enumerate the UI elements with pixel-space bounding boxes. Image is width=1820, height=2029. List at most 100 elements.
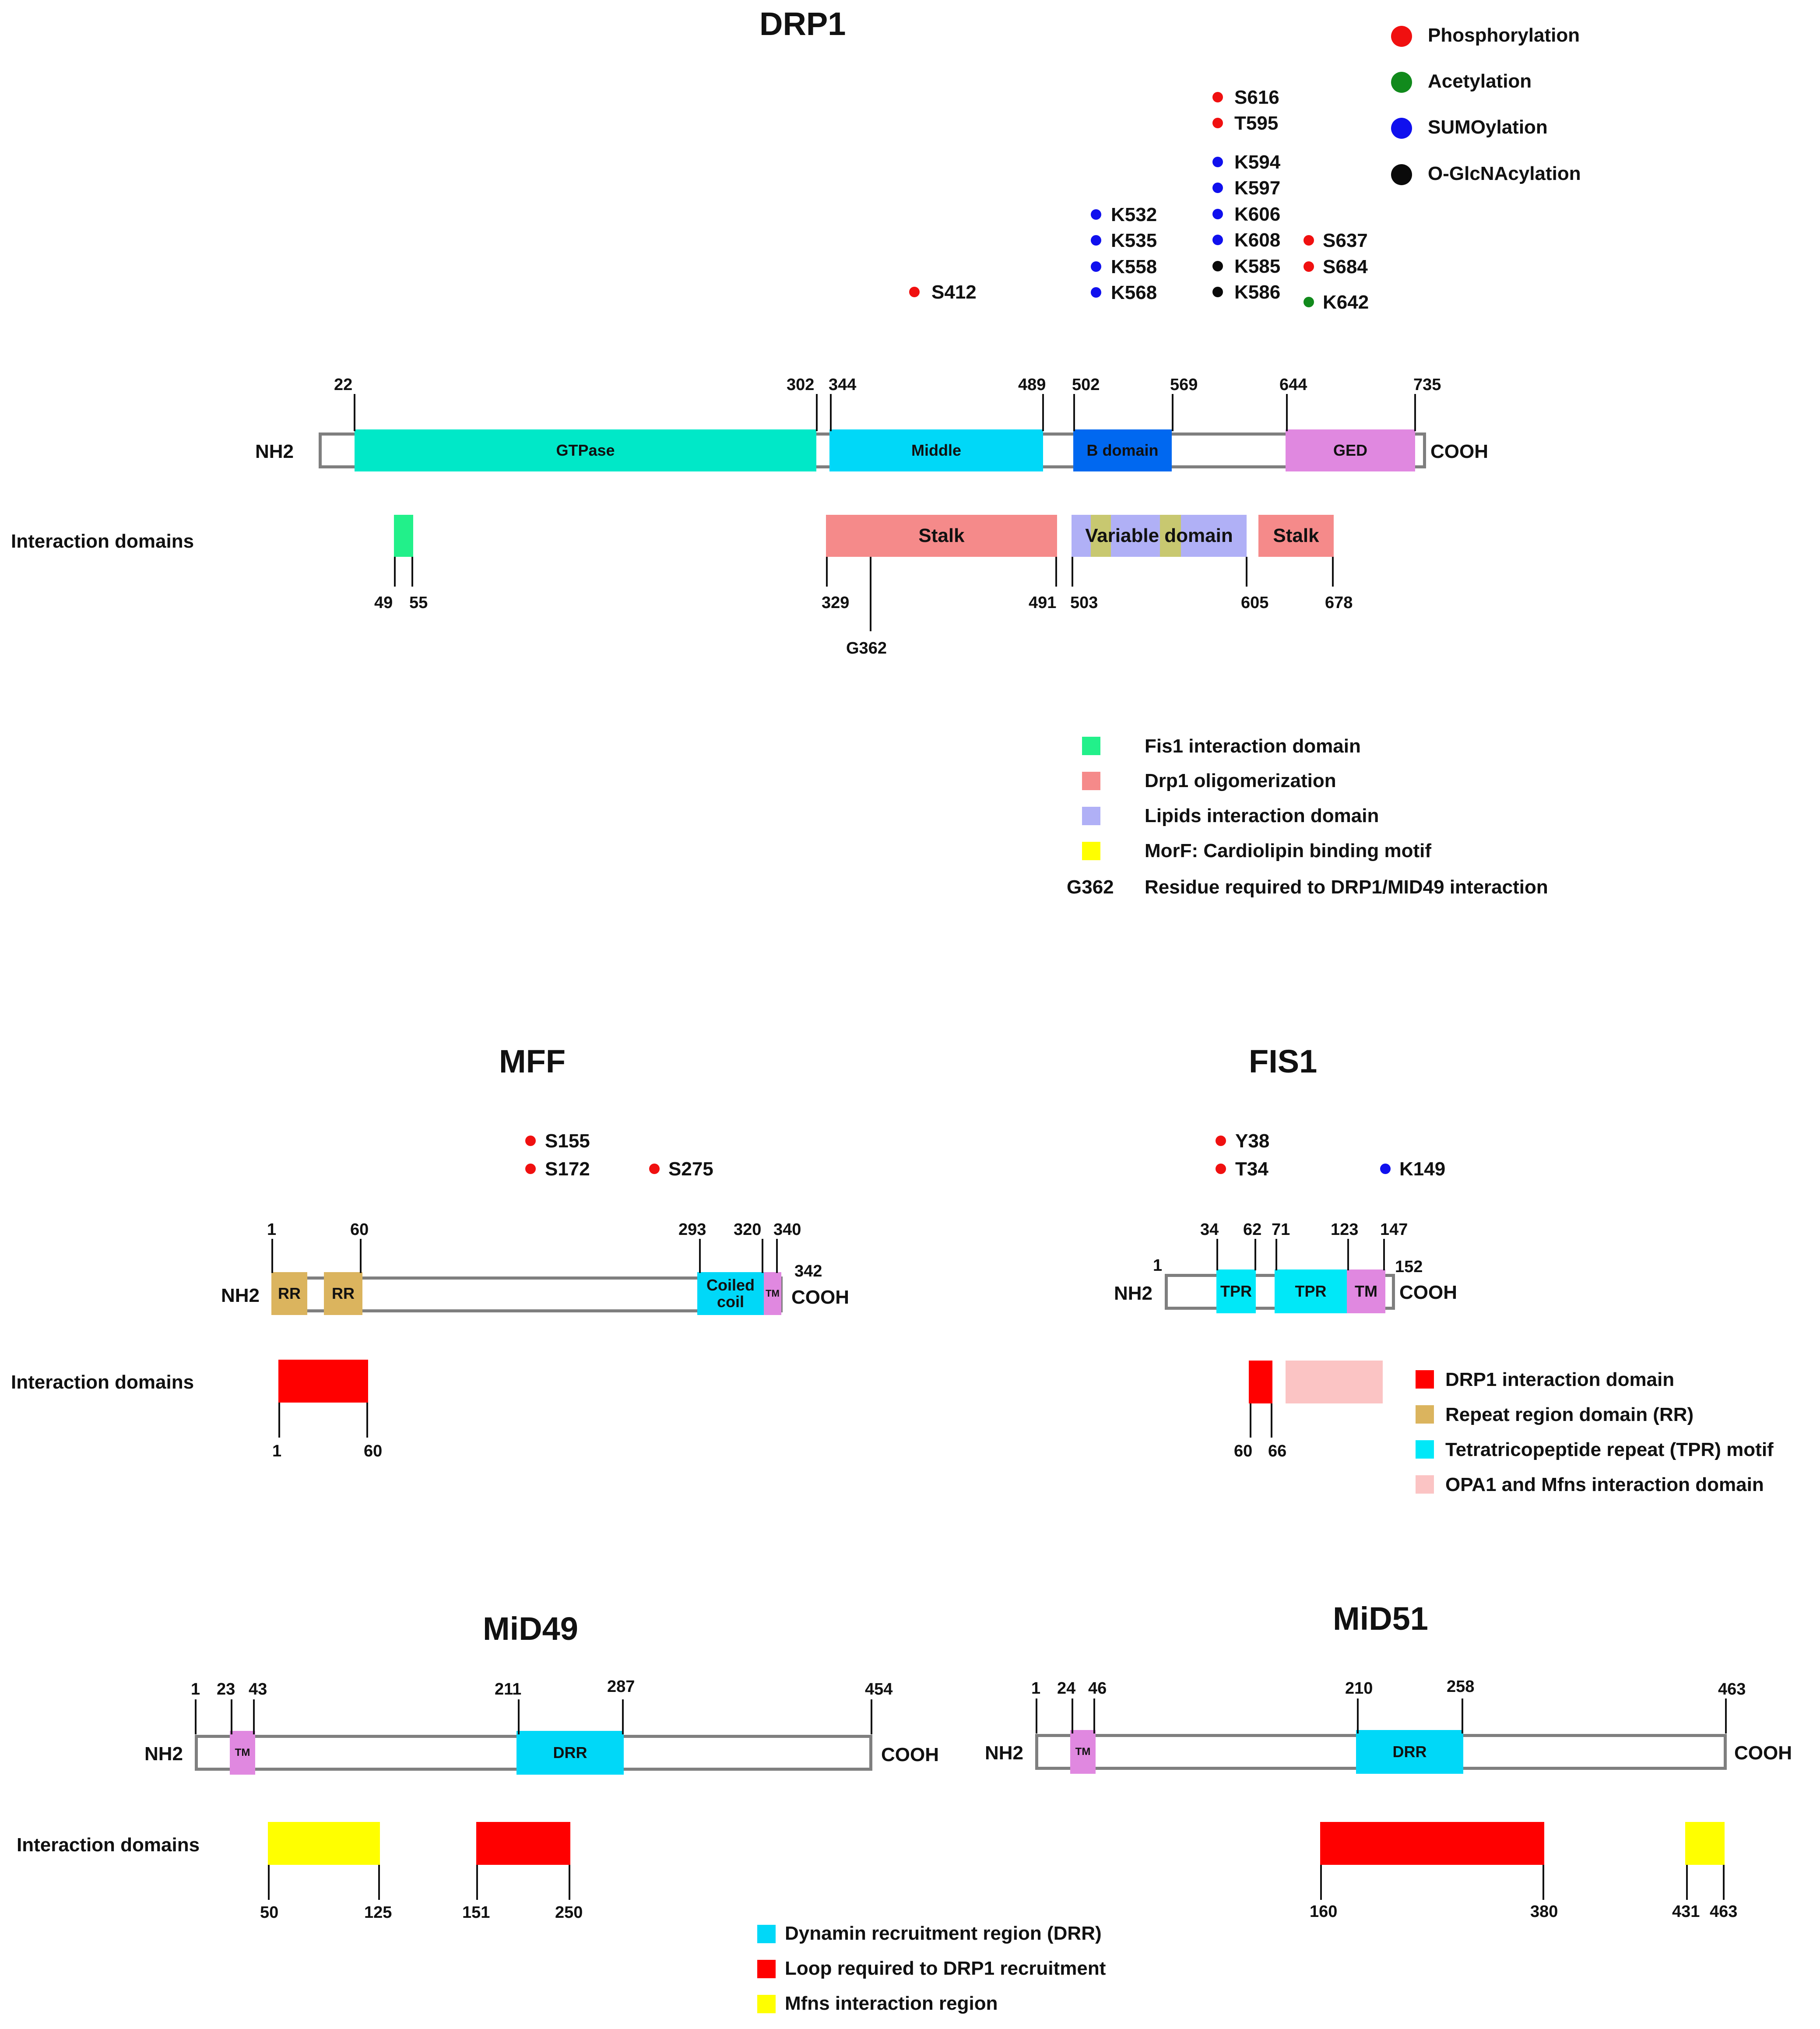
legend-swatch: [1082, 772, 1100, 790]
legend-label: Lipids interaction domain: [1145, 805, 1379, 826]
position-label: 60: [350, 1220, 369, 1239]
position-tick: [830, 394, 832, 431]
mff-nh2-label: NH2: [221, 1285, 260, 1306]
legend-label: Residue required to DRP1/MID49 interacti…: [1145, 876, 1548, 898]
morf-motif: [1160, 515, 1181, 557]
site-label: S275: [668, 1158, 713, 1180]
mid51-cooh-label: COOH: [1734, 1742, 1792, 1764]
position-tick: [518, 1699, 520, 1734]
position-tick: [354, 394, 355, 431]
site-dot: [1091, 235, 1101, 246]
site-dot: [1304, 235, 1314, 246]
site-dot: [1091, 209, 1101, 220]
site-label: S412: [931, 281, 977, 303]
site-label: T34: [1235, 1158, 1268, 1180]
site-dot: [1212, 92, 1223, 102]
mid51-nh2-label: NH2: [985, 1742, 1024, 1764]
position-tick: [394, 557, 396, 587]
position-label: 503: [1070, 594, 1098, 612]
position-tick: [776, 1239, 778, 1273]
position-tick: [195, 1699, 197, 1734]
position-tick: [268, 1865, 270, 1900]
site-dot: [1216, 1164, 1226, 1174]
drr-domain: DRR: [516, 1731, 624, 1775]
sumoylation-legend-label: SUMOylation: [1428, 116, 1548, 138]
mff-cooh-label: COOH: [791, 1287, 849, 1308]
fis1-cooh-label: COOH: [1399, 1282, 1457, 1303]
position-label: 22: [334, 376, 353, 394]
position-label: 147: [1380, 1220, 1408, 1239]
position-label: 60: [364, 1442, 383, 1460]
position-tick: [476, 1865, 478, 1900]
site-dot: [1212, 118, 1223, 128]
site-dot: [1091, 287, 1101, 298]
position-label: 489: [1018, 376, 1046, 394]
position-label: 62: [1243, 1220, 1262, 1239]
site-label: K149: [1399, 1158, 1446, 1180]
site-label: K597: [1234, 177, 1281, 199]
rr-domain: RR: [271, 1272, 307, 1315]
site-dot: [1212, 157, 1223, 167]
position-label: 24: [1057, 1679, 1076, 1698]
position-tick: [1332, 557, 1334, 587]
position-tick: [816, 394, 818, 431]
acetylation-legend-label: Acetylation: [1428, 70, 1532, 92]
position-tick: [411, 557, 413, 587]
position-label: 43: [249, 1680, 267, 1698]
coiled-coil-domain: Coiled coil: [697, 1272, 764, 1315]
position-label: 735: [1413, 376, 1441, 394]
position-tick: [1042, 394, 1044, 431]
g362-label: G362: [846, 639, 887, 658]
position-tick: [826, 557, 828, 587]
legend-swatch: [757, 1925, 776, 1943]
site-label: S616: [1234, 87, 1279, 108]
position-tick: [1072, 1698, 1073, 1734]
position-tick: [762, 1239, 763, 1273]
position-tick: [1383, 1239, 1385, 1270]
site-dot: [1304, 261, 1314, 272]
position-tick: [1055, 557, 1057, 587]
position-label: 125: [364, 1903, 392, 1922]
stalk-domain: Stalk: [1258, 515, 1334, 557]
position-tick: [1414, 394, 1416, 431]
interaction-domains-label: Interaction domains: [11, 1371, 194, 1393]
tpr-domain: TPR: [1216, 1269, 1256, 1313]
legend-label: Fis1 interaction domain: [1145, 735, 1361, 757]
position-label: 71: [1272, 1220, 1290, 1239]
legend-label: Dynamin recruitment region (DRR): [785, 1923, 1102, 1944]
position-label: 50: [260, 1903, 279, 1922]
o-glcnacylation-legend-dot: [1391, 164, 1412, 185]
position-tick: [1254, 1239, 1256, 1270]
position-tick: [1246, 557, 1247, 587]
phosphorylation-legend-label: Phosphorylation: [1428, 25, 1580, 46]
site-dot: [1304, 297, 1314, 307]
legend-label: OPA1 and Mfns interaction domain: [1445, 1474, 1764, 1495]
fis1-title: FIS1: [1249, 1043, 1318, 1080]
position-tick: [1286, 394, 1288, 431]
position-label: 210: [1345, 1679, 1373, 1698]
position-tick: [1250, 1403, 1251, 1438]
site-label: T595: [1234, 113, 1279, 134]
position-tick: [1036, 1698, 1037, 1734]
position-label: 211: [495, 1680, 522, 1698]
position-tick: [231, 1699, 232, 1734]
site-dot: [525, 1136, 536, 1146]
interaction-domains-label: Interaction domains: [17, 1834, 200, 1856]
position-label: 55: [409, 594, 428, 612]
position-tick: [1723, 1865, 1725, 1900]
legend-g362-key: G362: [1067, 876, 1114, 898]
position-tick: [1073, 394, 1075, 431]
site-label: K642: [1323, 292, 1369, 313]
variable-domain-label: Variable domain: [1085, 524, 1233, 546]
position-label: 293: [678, 1220, 706, 1239]
site-dot: [1212, 235, 1223, 245]
position-tick: [1216, 1239, 1218, 1270]
mfns-interaction-box: [268, 1822, 380, 1865]
position-label: 344: [829, 376, 857, 394]
site-label: S172: [545, 1158, 590, 1180]
tm-domain: TM: [764, 1272, 781, 1315]
tm-domain: TM: [1347, 1269, 1385, 1313]
position-tick: [1275, 1239, 1277, 1270]
legend-label: Mfns interaction region: [785, 1993, 998, 2014]
position-label: 463: [1710, 1902, 1738, 1921]
